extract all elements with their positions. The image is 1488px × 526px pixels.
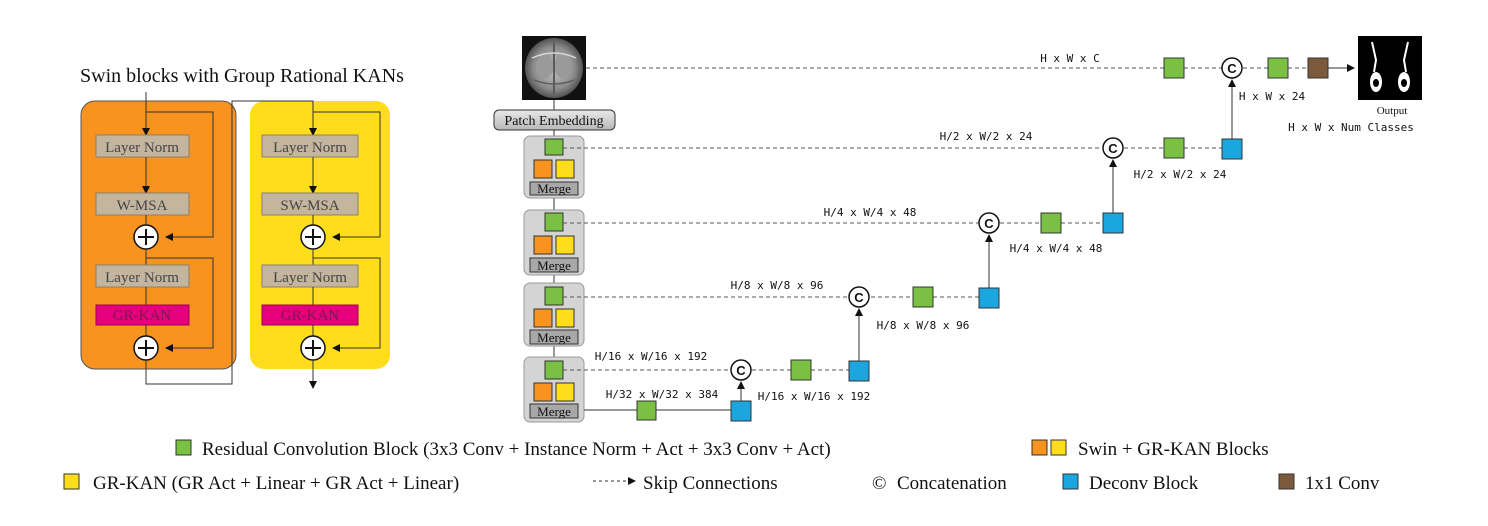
- concat-circle-icon: C: [848, 286, 870, 308]
- legend: Residual Convolution Block (3x3 Conv + I…: [63, 439, 1380, 494]
- output-label: Output: [1377, 105, 1408, 117]
- layer-norm-4-label: Layer Norm: [273, 270, 347, 286]
- conv1x1-legend-label: 1x1 Conv: [1305, 473, 1380, 494]
- sw-msa-box: [261, 192, 359, 216]
- layer-norm-4-box: [261, 264, 359, 288]
- deconv-blocks: [730, 138, 1243, 422]
- upsample-labels: H x W x 24 H/2 x W/2 x 24 H/4 x W/4 x 48…: [758, 90, 1306, 403]
- swin-block-2: Layer Norm SW-MSA Layer Norm GR-KAN: [261, 111, 381, 389]
- concat-circle-icon: C: [978, 212, 1000, 234]
- swin-blocks-title: Swin blocks with Group Rational KANs: [80, 65, 404, 87]
- conv1x1-block: [1307, 57, 1329, 79]
- encoder-stage-1: Merge: [523, 135, 585, 199]
- w-msa-box: [95, 192, 190, 216]
- skip-label-3: H/4 x W/4 x 48: [824, 206, 917, 219]
- gr-kan-1-label: GR-KAN: [113, 308, 171, 324]
- merge-label: Merge: [537, 404, 571, 419]
- layer-norm-1-box: [95, 134, 190, 158]
- skip-label-5: H/16 x W/16 x 192: [595, 350, 708, 363]
- plus-circle-icon: [300, 224, 326, 250]
- bottleneck-label: H/32 x W/32 x 384: [606, 388, 719, 401]
- merge-label: Merge: [537, 258, 571, 273]
- patch-embedding-label: Patch Embedding: [504, 114, 603, 129]
- sw-msa-label: SW-MSA: [280, 198, 339, 214]
- input-image: [522, 36, 586, 100]
- layer-norm-3-label: Layer Norm: [273, 140, 347, 156]
- svg-text:C: C: [1108, 141, 1118, 156]
- svg-text:C: C: [854, 290, 864, 305]
- svg-text:C: C: [1227, 61, 1237, 76]
- up-label-3: H/4 x W/4 x 48: [1010, 242, 1103, 255]
- up-label-1: H x W x 24: [1239, 90, 1306, 103]
- merge-label: Merge: [537, 330, 571, 345]
- svg-text:C: C: [736, 363, 746, 378]
- residual-blocks: [636, 57, 1289, 421]
- gr-kan-2-label: GR-KAN: [281, 308, 339, 324]
- swin-legend-swatch-orange: [1031, 439, 1048, 456]
- deconv-legend-label: Deconv Block: [1089, 473, 1199, 494]
- skip-legend-label: Skip Connections: [643, 473, 778, 494]
- skip-label-1: H x W x C: [1040, 52, 1100, 65]
- skip-label-2: H/2 x W/2 x 24: [940, 130, 1033, 143]
- plus-circle-icon: [133, 335, 159, 361]
- swin-block-1: Layer Norm W-MSA Layer Norm GR-KAN: [95, 92, 317, 385]
- gr-kan-2-box: [261, 304, 359, 326]
- upsample-arrows: [737, 79, 1236, 401]
- encoder-stage-2: Merge: [523, 209, 585, 276]
- up-label-2: H/2 x W/2 x 24: [1134, 168, 1227, 181]
- concat-legend-symbol: ©: [872, 473, 886, 494]
- plus-circle-icon: [133, 224, 159, 250]
- residual-legend-label: Residual Convolution Block (3x3 Conv + I…: [202, 439, 831, 460]
- layer-norm-2-label: Layer Norm: [105, 270, 179, 286]
- concat-circle-icon: C: [1221, 57, 1243, 79]
- deconv-legend-swatch: [1062, 473, 1079, 490]
- layer-norm-1-label: Layer Norm: [105, 140, 179, 156]
- layer-norm-2-box: [95, 264, 190, 288]
- concat-circle-icon: C: [730, 359, 752, 381]
- merge-label: Merge: [537, 181, 571, 196]
- up-label-5: H/16 x W/16 x 192: [758, 390, 871, 403]
- output-image: [1358, 36, 1422, 100]
- concat-circle-icon: C: [1102, 137, 1124, 159]
- skip-label-4: H/8 x W/8 x 96: [731, 279, 824, 292]
- plus-circle-icon: [300, 335, 326, 361]
- conv1x1-legend-swatch: [1278, 473, 1295, 490]
- up-label-4: H/8 x W/8 x 96: [877, 319, 970, 332]
- residual-legend-swatch: [175, 439, 192, 456]
- swin-legend-swatch-yellow: [1050, 439, 1067, 456]
- w-msa-label: W-MSA: [117, 198, 168, 214]
- swin-legend-label: Swin + GR-KAN Blocks: [1078, 439, 1269, 460]
- concat-legend-label: Concatenation: [897, 473, 1007, 494]
- grkan-legend-label: GR-KAN (GR Act + Linear + GR Act + Linea…: [93, 473, 459, 494]
- gr-kan-1-box: [95, 304, 190, 326]
- grkan-legend-swatch: [63, 473, 80, 490]
- encoder-stage-3: Merge: [523, 282, 585, 347]
- svg-text:C: C: [984, 216, 994, 231]
- skip-labels: H x W x C H/2 x W/2 x 24 H/4 x W/4 x 48 …: [595, 52, 1100, 401]
- layer-norm-3-box: [261, 134, 359, 158]
- skip-connections: [563, 67, 1308, 371]
- encoder-stage-4: Merge: [523, 356, 585, 423]
- concat-circles: C C C C C: [730, 57, 1243, 381]
- output-dims-label: H x W x Num Classes: [1288, 121, 1414, 134]
